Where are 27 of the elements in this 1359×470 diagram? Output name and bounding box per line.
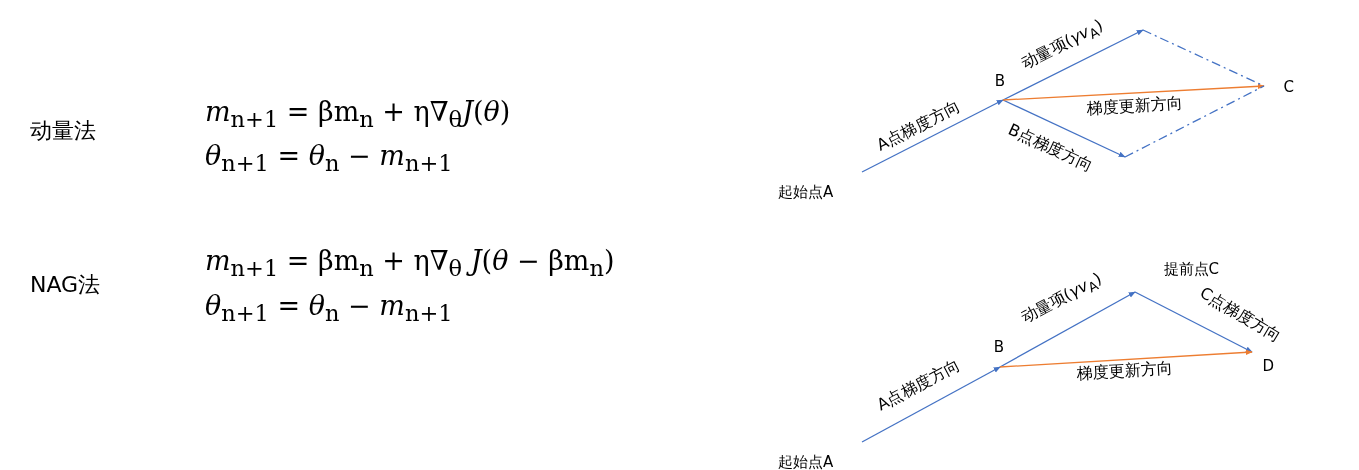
formula: m$_{n+1}$ = βm$_{n}$ + η∇$_{θ}$ J(θ − βm$_{n}$) xyxy=(205,245,615,282)
edge-label: 梯度更新方向 xyxy=(1086,94,1184,118)
arrow xyxy=(861,366,1001,443)
arrow xyxy=(861,99,1004,173)
arrow xyxy=(1002,83,1265,101)
formula: θ$_{n+1}$ = θ$_{n}$ − m$_{n+1}$ xyxy=(205,140,453,177)
formula: θ$_{n+1}$ = θ$_{n}$ − m$_{n+1}$ xyxy=(205,290,453,327)
edge-label: B点梯度方向 xyxy=(1005,120,1095,175)
point-label: B xyxy=(992,74,1008,100)
edge-label: A点梯度方向 xyxy=(873,355,963,414)
connector-line xyxy=(1124,85,1265,158)
point-label: C xyxy=(1264,76,1294,98)
point-label: 起始点A xyxy=(778,442,862,470)
arrow xyxy=(1134,291,1253,353)
arrow xyxy=(999,349,1253,368)
point-label: B xyxy=(990,340,1008,367)
method-label: 动量法 xyxy=(30,117,96,145)
method-label: NAG法 xyxy=(30,271,101,299)
formula: m$_{n+1}$ = βm$_{n}$ + η∇$_{θ}$J(θ) xyxy=(205,96,511,133)
arrow xyxy=(1002,99,1126,158)
edge-label: A点梯度方向 xyxy=(873,97,963,155)
edge-label: C点梯度方向 xyxy=(1196,283,1284,346)
arrow xyxy=(1002,29,1144,101)
point-label: D xyxy=(1252,352,1274,374)
point-label: 起始点A xyxy=(778,172,862,200)
arrow xyxy=(999,291,1136,368)
edge-label: 梯度更新方向 xyxy=(1076,359,1174,383)
